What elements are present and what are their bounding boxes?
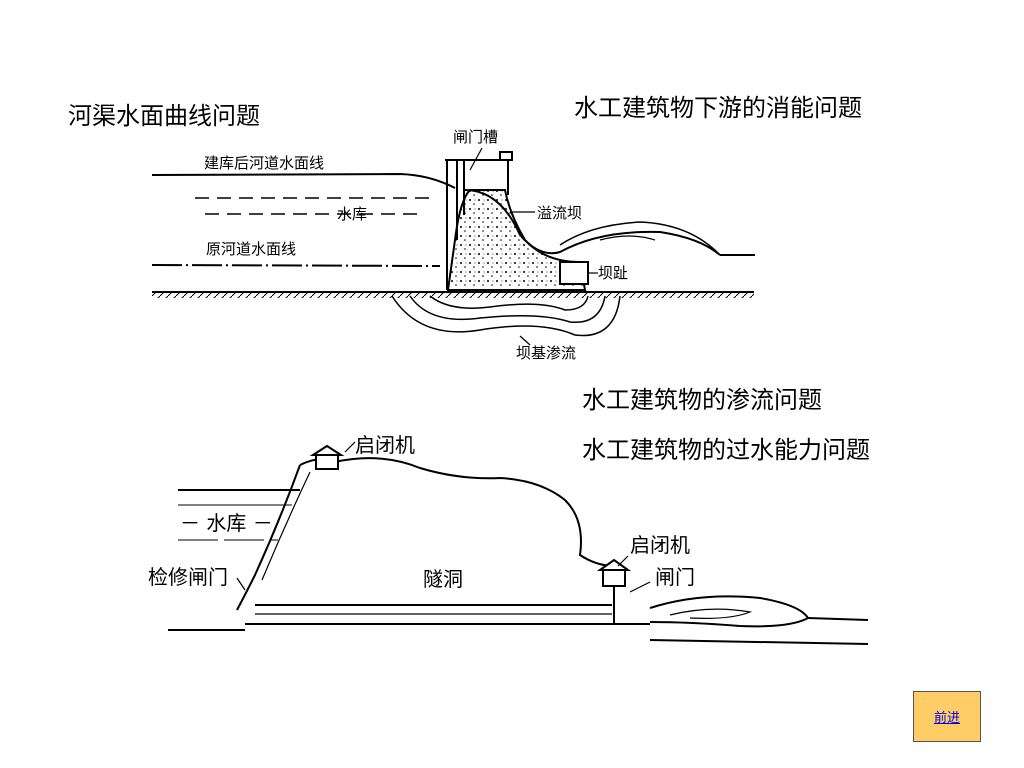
label-hoist-outlet: 启闭机 bbox=[630, 533, 690, 557]
outlet-jet bbox=[649, 595, 810, 628]
label-tunnel: 隧洞 bbox=[423, 567, 463, 591]
next-button-label: 前进 bbox=[933, 711, 960, 726]
label-overflow-dam: 溢流坝 bbox=[537, 204, 582, 222]
label-new-water-line: 建库后河道水面线 bbox=[204, 154, 324, 172]
overflow-nappe bbox=[464, 189, 721, 256]
label-hoist-top: 启闭机 bbox=[355, 433, 415, 457]
original-water-surface bbox=[151, 264, 441, 267]
overflow-jump bbox=[559, 221, 721, 256]
mountain-outline bbox=[299, 457, 613, 567]
hoist-house-outlet bbox=[596, 558, 632, 587]
new-water-surface bbox=[151, 172, 456, 189]
label-dam-toe: 坝趾 bbox=[598, 264, 628, 282]
heading-energy-dissipation: 水工建筑物下游的消能问题 bbox=[574, 94, 862, 122]
heading-discharge-capacity: 水工建筑物的过水能力问题 bbox=[582, 436, 870, 464]
ground-line bbox=[152, 291, 754, 298]
next-button[interactable]: 前进 bbox=[913, 691, 981, 742]
label-reservoir: 水库 bbox=[337, 205, 367, 223]
heading-seepage: 水工建筑物的渗流问题 bbox=[582, 386, 822, 414]
heading-channel-surface: 河渠水面曲线问题 bbox=[68, 102, 260, 130]
dam-body bbox=[446, 189, 587, 291]
label-gate-slot: 闸门槽 bbox=[453, 128, 498, 146]
gate-structure bbox=[445, 151, 513, 290]
tunnel-body bbox=[168, 604, 650, 631]
label-maintenance-gate: 检修闸门 bbox=[148, 565, 228, 589]
label-gate: 闸门 bbox=[655, 565, 695, 589]
reservoir-water bbox=[178, 489, 300, 541]
reservoir-dashes bbox=[195, 197, 430, 215]
label-reservoir-tunnel: － 水库 － bbox=[180, 511, 273, 535]
label-original-water-line: 原河道水面线 bbox=[206, 240, 296, 258]
seepage-lines bbox=[391, 295, 621, 337]
hoist-house-top bbox=[309, 444, 345, 470]
label-foundation-seepage: 坝基渗流 bbox=[516, 344, 576, 362]
upstream-slope bbox=[236, 464, 301, 611]
